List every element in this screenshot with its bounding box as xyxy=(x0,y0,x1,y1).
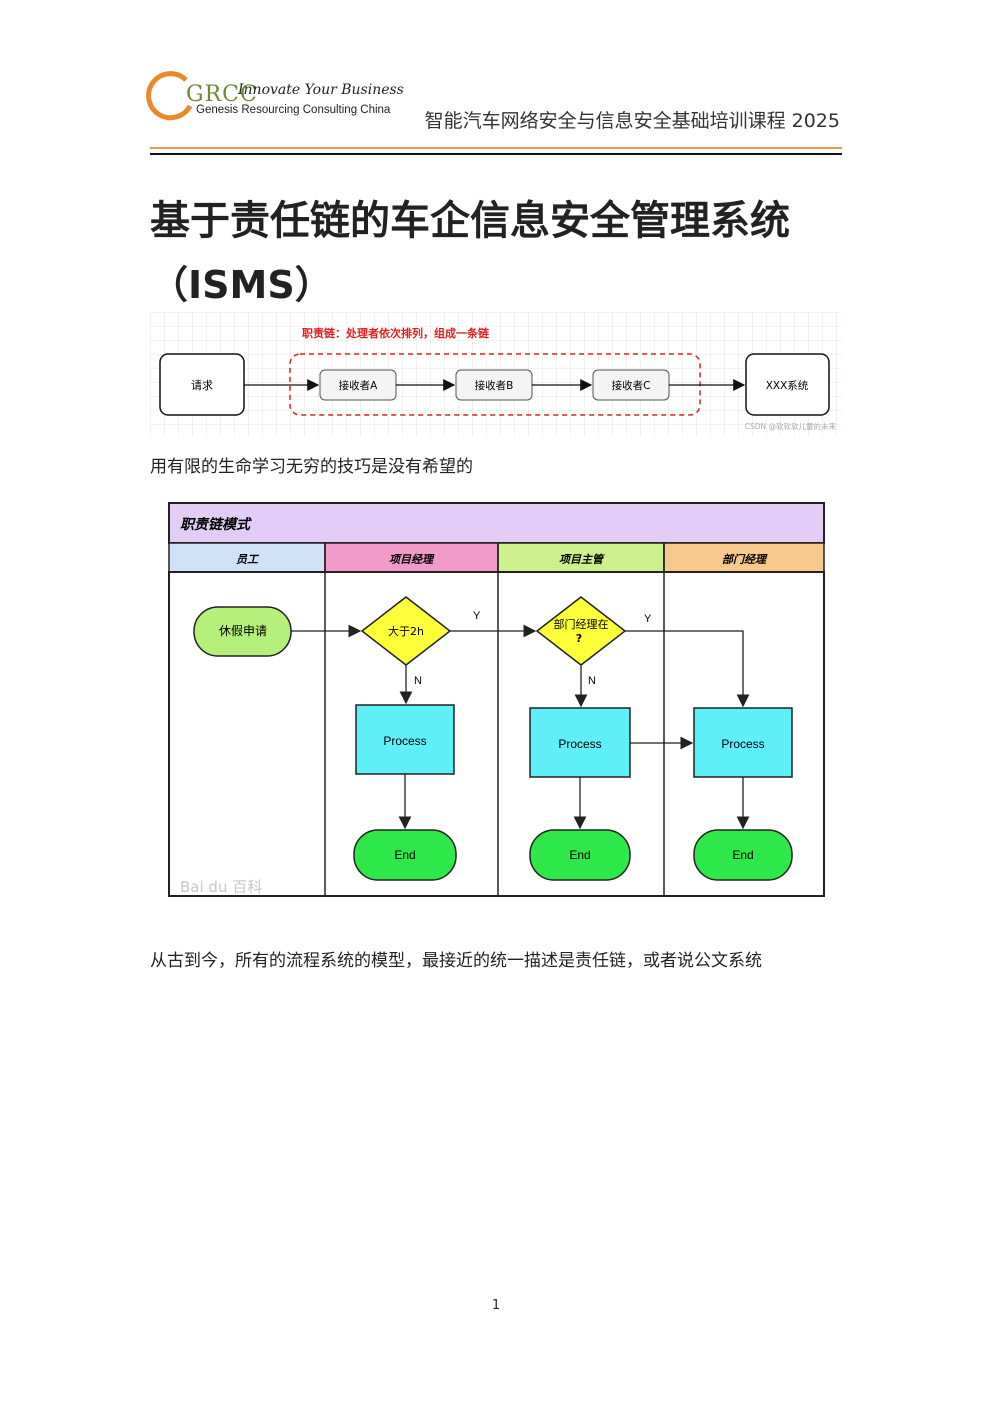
page-number: 1 xyxy=(491,1298,501,1313)
company-logo: GRCC Innovate Your Business Genesis Reso… xyxy=(146,70,404,126)
lane-label-pm: 项目经理 xyxy=(389,553,435,566)
decision-2-label-line1: 部门经理在 xyxy=(554,617,609,631)
logo-tagline: Innovate Your Business xyxy=(238,82,404,98)
end-node-supervisor xyxy=(529,829,631,881)
lane-header-pm xyxy=(324,542,499,573)
end-label-supervisor: End xyxy=(569,848,590,862)
receiver-a-label: 接收者A xyxy=(339,379,378,392)
process-box-pm xyxy=(355,704,455,775)
process-label-pm: Process xyxy=(383,734,426,748)
chain-diagram: 职责链：处理者依次排列，组成一条链 请求 接收者A 接收者B 接收者C XXX系… xyxy=(150,312,842,436)
flow-watermark: Bai du 百科 xyxy=(180,878,262,896)
target-system-label: XXX系统 xyxy=(766,379,809,392)
header-rule-black xyxy=(150,153,842,155)
page-subtitle: （ISMS） xyxy=(150,263,333,307)
receiver-b-label: 接收者B xyxy=(475,379,514,392)
logo-ring-icon xyxy=(146,71,193,121)
page-title: 基于责任链的车企信息安全管理系统 xyxy=(150,198,790,244)
flow-title: 职责链模式 xyxy=(180,516,252,533)
decision-1-label: 大于2h xyxy=(388,624,424,638)
flow-title-bar xyxy=(168,502,825,544)
receiver-c-label: 接收者C xyxy=(612,379,651,392)
logo-text: GRCC xyxy=(186,82,258,107)
chain-watermark: CSDN @软软软儿童的未来 xyxy=(745,421,837,431)
chain-label: 职责链：处理者依次排列，组成一条链 xyxy=(302,326,490,340)
caption-2: 从古到今，所有的流程系统的模型，最接近的统一描述是责任链，或者说公文系统 xyxy=(150,951,762,971)
yes-label-1: Y xyxy=(473,610,481,622)
flow-diagram: 职责链模式 员工 项目经理 项目主管 部门经理 休假申请 大于2h 部门经理在 … xyxy=(168,502,825,897)
target-system-box xyxy=(745,353,830,416)
no-label-2: N xyxy=(588,675,596,687)
lane-label-employee: 员工 xyxy=(236,553,260,566)
caption-1: 用有限的生命学习无穷的技巧是没有希望的 xyxy=(150,457,473,477)
logo-subtitle: Genesis Resourcing Consulting China xyxy=(196,104,391,116)
lane-label-supervisor: 项目主管 xyxy=(559,553,605,566)
decision-2-label-line2: ? xyxy=(576,632,582,645)
arrow-d2-dept xyxy=(625,630,750,708)
lane-label-dept: 部门经理 xyxy=(722,553,768,566)
process-label-dept: Process xyxy=(721,737,764,751)
end-label-pm: End xyxy=(394,848,415,862)
yes-label-2: Y xyxy=(644,613,652,625)
end-node-pm xyxy=(353,829,457,881)
course-title: 智能汽车网络安全与信息安全基础培训课程 2025 xyxy=(424,110,840,132)
request-label: 请求 xyxy=(191,379,213,392)
no-label-1: N xyxy=(414,675,422,687)
header-rule-orange xyxy=(150,147,842,149)
end-node-dept xyxy=(693,829,793,881)
start-label: 休假申请 xyxy=(219,624,267,638)
process-label-supervisor: Process xyxy=(558,737,601,751)
end-label-dept: End xyxy=(732,848,753,862)
